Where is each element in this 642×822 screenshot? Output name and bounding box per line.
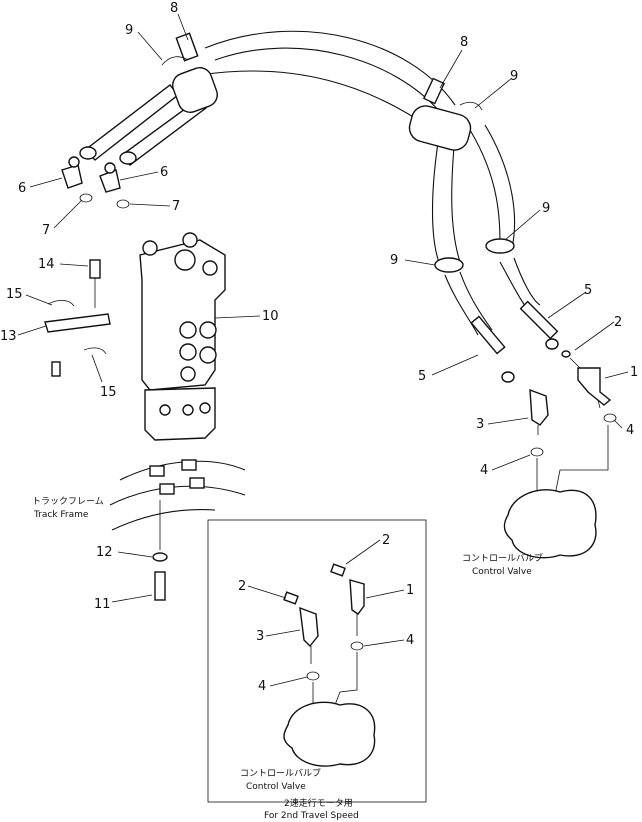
bolt-14 (89, 259, 101, 279)
washer-12 (152, 552, 168, 562)
pin-15-bottom (83, 347, 107, 355)
callout-9: 9 (510, 69, 518, 84)
clamp-top-left (161, 32, 218, 113)
callout-13: 13 (0, 329, 17, 344)
inset-title-en: For 2nd Travel Speed (264, 811, 359, 821)
fitting-6-left (61, 156, 83, 189)
swivel-joint-10 (139, 232, 226, 441)
hose-assembly (199, 30, 541, 336)
callout-4: 4 (258, 679, 266, 694)
leaders (17, 13, 629, 687)
track-frame-label-jp: トラックフレーム (32, 496, 104, 507)
plug-2 (561, 350, 571, 358)
track-frame (109, 459, 246, 531)
clamp-9-left (434, 257, 464, 273)
inset-control-valve-label-en: Control Valve (246, 782, 306, 792)
callout-15: 15 (6, 287, 23, 302)
clamp-top-right (408, 77, 483, 151)
plate-13 (44, 313, 111, 333)
callout-7: 7 (42, 223, 50, 238)
callout-5: 5 (584, 283, 592, 298)
callout-9: 9 (542, 201, 550, 216)
control-valve-label-en: Control Valve (472, 567, 532, 577)
callout-8: 8 (170, 1, 178, 16)
fitting-6-right (99, 162, 121, 193)
pin-15-top (47, 300, 75, 307)
callout-3: 3 (476, 417, 484, 432)
hose-end-5-left (470, 315, 515, 383)
callout-1: 1 (406, 583, 414, 598)
callout-4: 4 (626, 423, 634, 438)
callout-2: 2 (614, 315, 622, 330)
elbow-3 (529, 388, 549, 435)
callout-6: 6 (18, 181, 26, 196)
callout-10: 10 (262, 309, 279, 324)
callout-8: 8 (460, 35, 468, 50)
bolt-11 (154, 571, 166, 601)
callout-4: 4 (480, 463, 488, 478)
o-ring-4-left (530, 447, 544, 457)
callout-7: 7 (172, 199, 180, 214)
callout-11: 11 (94, 597, 111, 612)
clamp-9-right (485, 238, 515, 254)
callout-9: 9 (390, 253, 398, 268)
callout-9: 9 (125, 23, 133, 38)
callout-4: 4 (406, 633, 414, 648)
inset-parts (283, 563, 376, 767)
callout-15: 15 (100, 385, 117, 400)
callout-5: 5 (418, 369, 426, 384)
o-ring-7-left (79, 193, 93, 203)
o-ring-7-right (116, 199, 130, 209)
inset-control-valve-label-jp: コントロールバルブ (240, 767, 321, 779)
callout-6: 6 (160, 165, 168, 180)
control-valve-main (503, 489, 597, 559)
callout-3: 3 (256, 629, 264, 644)
inset-frame (207, 519, 427, 803)
o-ring-4-right (603, 413, 617, 423)
elbow-1 (569, 357, 612, 409)
leader-valve-b (554, 425, 609, 496)
hose-end-5-right (519, 300, 559, 350)
hose-fitting-left (79, 84, 207, 166)
callout-12: 12 (96, 545, 113, 560)
control-valve-label-jp: コントロールバルブ (462, 552, 543, 564)
callout-2: 2 (238, 579, 246, 594)
track-frame-label-en: Track Frame (33, 510, 89, 520)
callout-14: 14 (38, 257, 55, 272)
inset-title-jp: 2速走行モータ用 (284, 797, 353, 809)
spacer (51, 361, 61, 377)
callout-2: 2 (382, 533, 390, 548)
callout-1: 1 (630, 365, 638, 380)
